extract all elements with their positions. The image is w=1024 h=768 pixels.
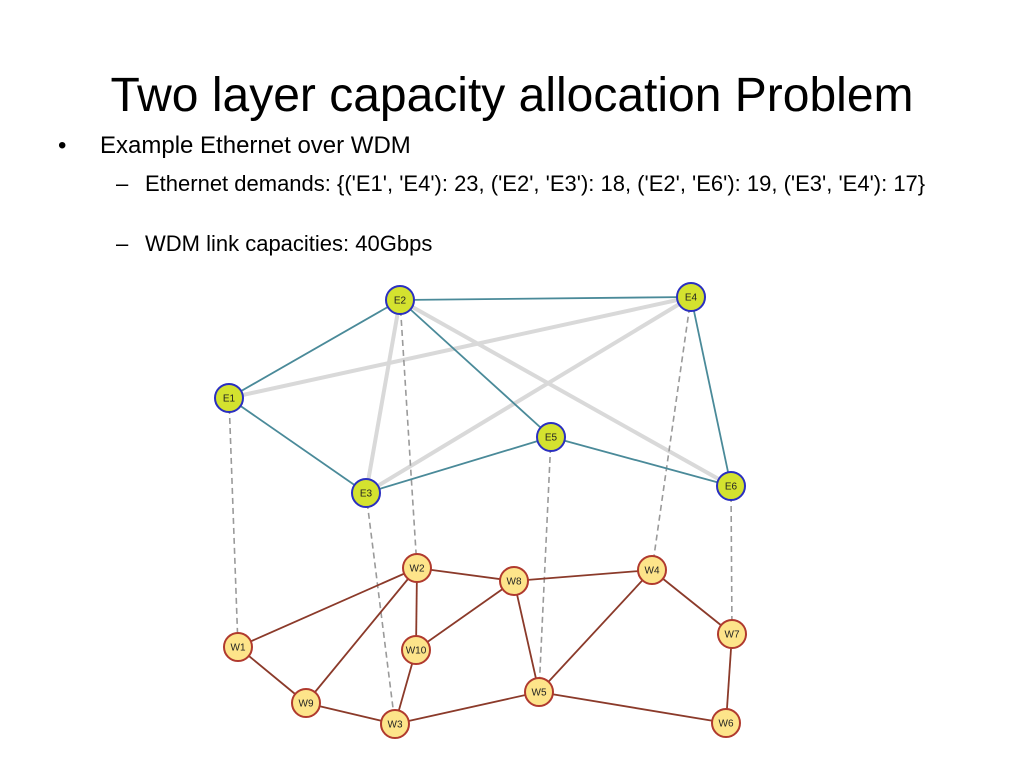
node-w6: W6 <box>711 708 741 738</box>
bullet-list: • Example Ethernet over WDM – Ethernet de… <box>0 0 1024 280</box>
node-circle <box>291 688 321 718</box>
wdm-capacity-text: WDM link capacities: 40Gbps <box>145 231 433 256</box>
node-label: E2 <box>394 296 407 307</box>
node-w1: W1 <box>223 632 253 662</box>
node-label: E4 <box>685 293 698 304</box>
node-e5: E5 <box>536 422 566 452</box>
node-label: E1 <box>223 394 236 405</box>
node-w2: W2 <box>402 553 432 583</box>
node-circle <box>524 677 554 707</box>
node-circle <box>499 566 529 596</box>
node-label: W3 <box>388 720 403 731</box>
bullet-item: • Example Ethernet over WDM <box>58 132 411 160</box>
slide-title: Two layer capacity allocation Problem <box>110 69 914 122</box>
wdm-link-w4-w5 <box>538 569 653 693</box>
node-circle <box>380 709 410 739</box>
node-label: W1 <box>231 643 246 654</box>
ethernet-link-e2-e5 <box>399 299 552 438</box>
wdm-link-w4-w7 <box>651 569 733 635</box>
node-circle <box>223 632 253 662</box>
ethernet-link-e2-e4 <box>399 296 692 301</box>
node-w10: W10 <box>401 635 431 665</box>
node-circle <box>214 383 244 413</box>
node-label: E5 <box>545 433 558 444</box>
ethernet-link-e4-e6 <box>690 296 732 487</box>
layer-mapping-link-e4-w4 <box>651 296 692 571</box>
node-e6: E6 <box>716 471 746 501</box>
sub-bullet-dash: – <box>116 171 129 196</box>
wdm-link-w10-w8 <box>415 580 515 651</box>
node-circle <box>716 471 746 501</box>
node-w4: W4 <box>637 555 667 585</box>
node-label: W8 <box>507 577 522 588</box>
ethernet-link-e5-e6 <box>550 436 732 487</box>
layer-mapping-link-e1-w1 <box>228 397 239 648</box>
node-e4: E4 <box>676 282 706 312</box>
wdm-link-w2-w8 <box>416 567 515 582</box>
layer-mapping-link-e6-w7 <box>730 485 733 635</box>
ethernet-link-e1-e3 <box>228 397 367 494</box>
node-circle <box>385 285 415 315</box>
layer-mapping-link-e2-w2 <box>399 299 418 569</box>
demand-link-e3-e4 <box>364 295 693 495</box>
node-w9: W9 <box>291 688 321 718</box>
node-circle <box>717 619 747 649</box>
demand-link-e2-e6 <box>399 298 732 488</box>
node-label: W5 <box>532 688 547 699</box>
wdm-link-w8-w5 <box>513 580 540 693</box>
node-label: W7 <box>725 630 740 641</box>
node-circle <box>637 555 667 585</box>
layer-mapping-link-e5-w5 <box>538 436 552 693</box>
node-label: E6 <box>725 482 738 493</box>
ethernet-link-e3-e5 <box>365 436 552 494</box>
bullet-dot: • <box>58 132 67 159</box>
node-e3: E3 <box>351 478 381 508</box>
node-w3: W3 <box>380 709 410 739</box>
node-w5: W5 <box>524 677 554 707</box>
node-label: W2 <box>410 564 425 575</box>
node-e1: E1 <box>214 383 244 413</box>
wdm-link-w5-w6 <box>538 691 727 724</box>
node-label: W9 <box>299 699 314 710</box>
node-e2: E2 <box>385 285 415 315</box>
ethernet-link-e1-e2 <box>228 299 401 399</box>
wdm-link-w9-w3 <box>305 702 396 725</box>
sub-bullet-dash: – <box>116 231 129 256</box>
node-label: W10 <box>406 646 427 657</box>
node-label: E3 <box>360 489 373 500</box>
node-w8: W8 <box>499 566 529 596</box>
wdm-link-w1-w2 <box>237 567 418 648</box>
node-circle <box>711 708 741 738</box>
demand-link-e1-e4 <box>228 295 692 400</box>
node-circle <box>536 422 566 452</box>
wdm-link-w9-w2 <box>305 567 418 704</box>
node-label: W4 <box>645 566 660 577</box>
node-circle <box>401 635 431 665</box>
bullet-text: Example Ethernet over WDM <box>100 132 411 159</box>
demand-link-e2-e3 <box>364 299 402 494</box>
wdm-link-w3-w5 <box>394 691 540 725</box>
wdm-link-w8-w4 <box>513 569 653 582</box>
node-circle <box>676 282 706 312</box>
ethernet-demands-text: Ethernet demands: {('E1', 'E4'): 23, ('E… <box>145 171 926 196</box>
node-label: W6 <box>719 719 734 730</box>
node-circle <box>402 553 432 583</box>
node-circle <box>351 478 381 508</box>
node-w7: W7 <box>717 619 747 649</box>
layer-mapping-link-e3-w3 <box>365 492 396 725</box>
